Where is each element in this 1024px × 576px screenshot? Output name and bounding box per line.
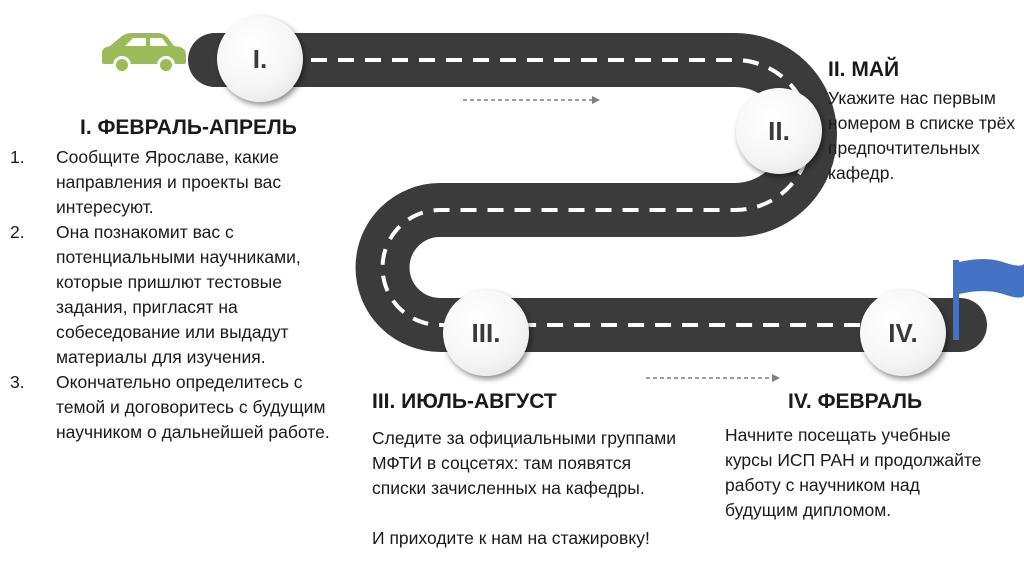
stage-1-title: I. ФЕВРАЛЬ-АПРЕЛЬ	[80, 116, 297, 139]
milestone-3-label: III.	[471, 317, 501, 348]
milestone-2-label: II.	[768, 115, 790, 146]
stage-3-text-2: И приходите к нам на стажировку!	[372, 528, 650, 548]
list-item-text: Сообщите Ярославе, какие направления и п…	[56, 147, 282, 217]
list-item-text: Она познакомит вас с потенциальными науч…	[56, 222, 301, 367]
list-item-number: 1.	[10, 147, 25, 167]
milestone-1-label: I.	[252, 43, 268, 74]
list-item-number: 2.	[10, 222, 25, 242]
milestone-2: II.	[736, 88, 822, 174]
stage-3-text: Следите за официальными группами МФТИ в …	[372, 428, 677, 498]
stage-2-title: II. МАЙ	[828, 58, 900, 81]
milestone-4-label: IV.	[888, 317, 918, 348]
milestone-4: IV.	[860, 290, 946, 376]
stage-4-text: Начните посещать учебные курсы ИСП РАН и…	[725, 425, 982, 520]
car-icon	[102, 33, 186, 74]
arrow-icon	[463, 96, 600, 104]
list-item: 2. Она познакомит вас с потенциальными на…	[10, 220, 340, 370]
stage-3-title: III. ИЮЛЬ-АВГУСТ	[372, 390, 557, 413]
stage-4-title: IV. ФЕВРАЛЬ	[788, 390, 923, 413]
list-item: 3. Окончательно определитесь с темой и до…	[10, 370, 340, 445]
list-item: 1. Сообщите Ярославе, какие направления и…	[10, 145, 340, 220]
milestone-1: I.	[217, 16, 303, 102]
stage-2-text: Укажите нас первым номером в списке трёх…	[828, 88, 1016, 183]
list-item-number: 3.	[10, 372, 25, 392]
road-marking	[230, 58, 940, 327]
arrow-icon	[646, 374, 780, 382]
stage-1-list: 1. Сообщите Ярославе, какие направления и…	[10, 145, 340, 445]
flag-icon	[953, 259, 1024, 340]
milestone-3: III.	[443, 290, 529, 376]
list-item-text: Окончательно определитесь с темой и дого…	[56, 372, 330, 442]
